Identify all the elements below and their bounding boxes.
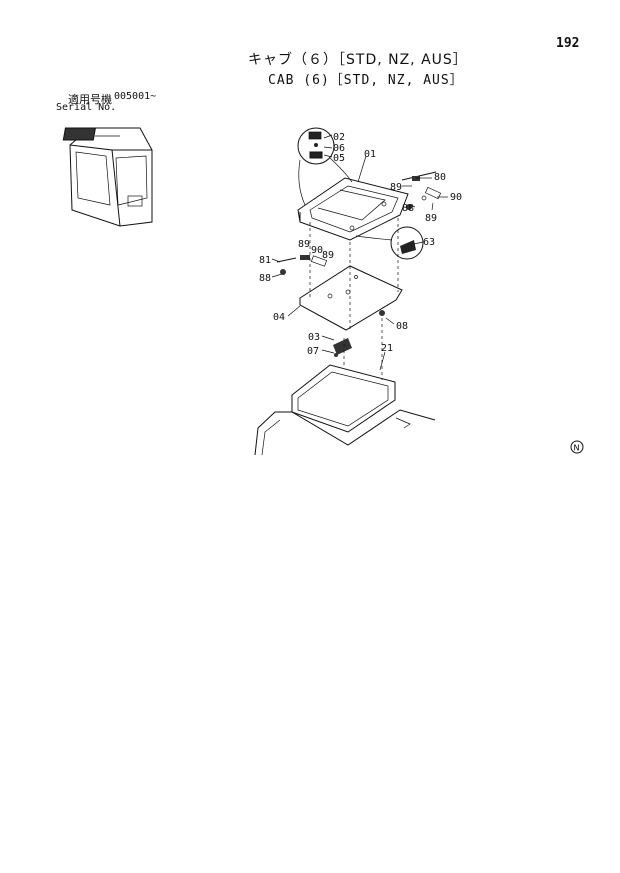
page-title-en: CAB (6)［STD, NZ, AUS］ <box>268 73 464 88</box>
svg-text:N: N <box>574 444 580 453</box>
callout-01: 01 <box>364 149 376 160</box>
callout-89-b: 89 <box>425 213 437 224</box>
region-mark-icon: N <box>570 440 584 454</box>
assembly-dashed-lines <box>309 218 399 380</box>
callout-03: 03 <box>308 332 320 343</box>
serial-number: 005001~ <box>114 91 157 102</box>
callout-90-b: 90 <box>311 245 323 256</box>
inner-panel-part <box>299 265 403 331</box>
detail-bubble-lower <box>355 226 424 260</box>
callout-08: 08 <box>396 321 408 332</box>
callout-89-a: 89 <box>390 182 402 193</box>
clip-part <box>333 338 352 357</box>
callout-89-d: 89 <box>322 250 334 261</box>
callout-05: 05 <box>333 153 345 164</box>
serial-label-jp: 適用号機 <box>68 93 112 106</box>
callout-80: 80 <box>434 172 446 183</box>
roof-window-part <box>297 177 409 241</box>
callout-04: 04 <box>273 312 285 323</box>
callout-90-a: 90 <box>450 192 462 203</box>
page-number: 192 <box>556 36 580 51</box>
callout-06: 06 <box>333 143 345 154</box>
serial-label-en: Serial No. <box>56 102 117 113</box>
page-title-jp: キャブ（６）［STD, NZ, AUS］ <box>248 52 468 68</box>
callout-07: 07 <box>307 346 319 357</box>
callout-81: 81 <box>259 255 271 266</box>
cab-body-outline <box>254 409 436 456</box>
callout-63: 63 <box>423 237 435 248</box>
callout-89-c: 89 <box>298 239 310 250</box>
left-bracket-assembly <box>276 255 328 275</box>
callout-88-a: 88 <box>402 203 414 214</box>
callout-88-b: 88 <box>259 273 271 284</box>
leader-lines <box>271 134 448 371</box>
cab-thumbnail-illustration <box>62 127 153 227</box>
callout-02: 02 <box>333 132 345 143</box>
callout-21: 21 <box>381 343 393 354</box>
detail-bubble-upper <box>297 127 353 206</box>
seal-part <box>291 364 396 433</box>
